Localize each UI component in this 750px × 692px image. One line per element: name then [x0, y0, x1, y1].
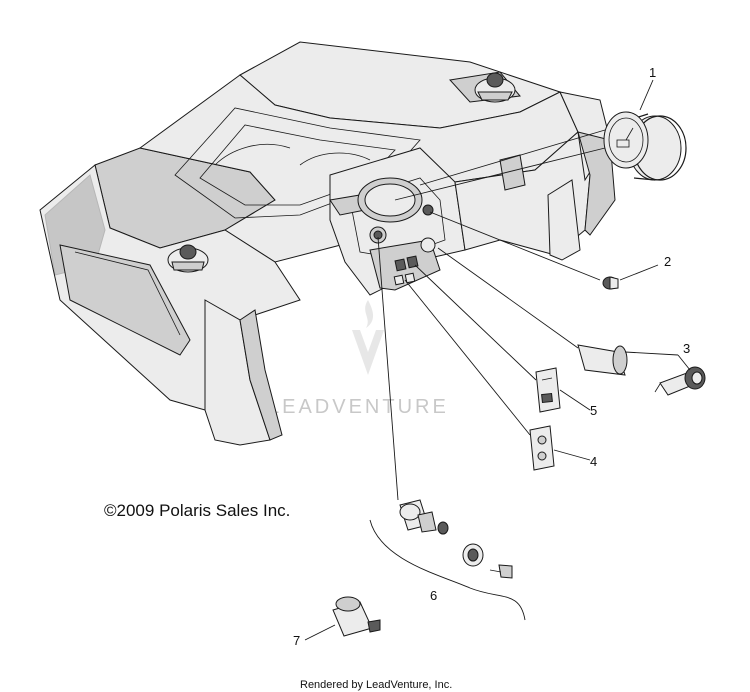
callout-4: 4: [590, 454, 597, 469]
leader-2: [619, 264, 659, 281]
dash-console-body: [39, 41, 616, 446]
watermark-logo: [352, 300, 384, 375]
part-2-indicator: [602, 276, 619, 290]
leader-1: [639, 79, 654, 111]
indicator-hole: [422, 204, 434, 216]
callout-5: 5: [590, 403, 597, 418]
watermark-text: LEADVENTURE: [268, 396, 449, 418]
callout-7: 7: [293, 633, 300, 648]
leader-1-gauge: [394, 147, 606, 201]
left-vent: [167, 244, 209, 273]
part-6-ignition-switch: [399, 499, 513, 579]
part-7-outlet: [332, 596, 381, 637]
callout-1: 1: [649, 65, 656, 80]
part-5-rocker-switch: [535, 367, 561, 413]
footer-credit: Rendered by LeadVenture, Inc.: [300, 679, 452, 691]
leader-5: [559, 389, 591, 411]
part-4-switch: [529, 425, 555, 471]
callout-3: 3: [683, 341, 690, 356]
leader-4: [553, 449, 591, 461]
part-1-speedometer: [603, 111, 687, 181]
leader-7: [304, 624, 336, 641]
callout-6: 6: [430, 588, 437, 603]
callout-2: 2: [664, 254, 671, 269]
right-vent: [474, 72, 516, 103]
part-3-power-outlet: [577, 344, 706, 396]
copyright-text: ©2009 Polaris Sales Inc.: [104, 501, 290, 520]
leader-6-bracket: [369, 519, 526, 621]
leader-6-ignition: [377, 236, 399, 501]
leader-3: [624, 351, 679, 356]
